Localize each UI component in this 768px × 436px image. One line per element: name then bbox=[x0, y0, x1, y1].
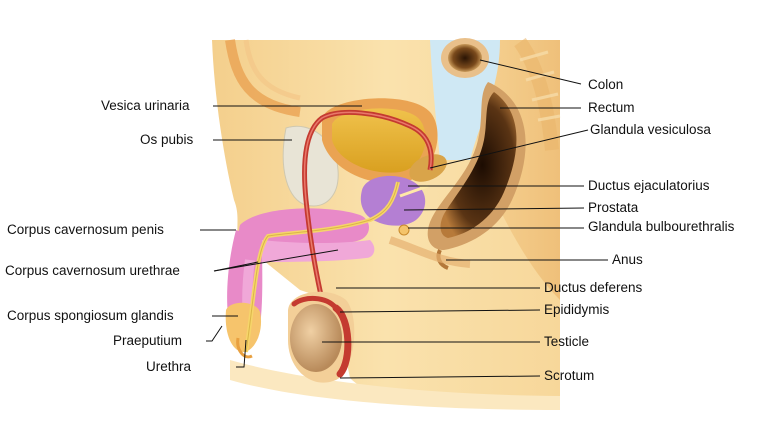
label-prostata: Prostata bbox=[588, 200, 639, 215]
label-vesica-urinaria: Vesica urinaria bbox=[101, 98, 190, 113]
label-testicle: Testicle bbox=[544, 334, 590, 349]
testicle-shape bbox=[290, 304, 342, 372]
colon-shape bbox=[441, 38, 489, 78]
bulbourethral-gland bbox=[398, 224, 410, 236]
rectum-shape bbox=[427, 82, 526, 270]
label-rectum: Rectum bbox=[588, 100, 635, 115]
label-colon: Colon bbox=[588, 77, 624, 92]
label-corpus-cavernosum-urethrae: Corpus cavernosum urethrae bbox=[5, 263, 180, 278]
leader-lines bbox=[200, 59, 608, 379]
label-ductus-deferens: Ductus deferens bbox=[544, 280, 643, 295]
label-anus: Anus bbox=[612, 252, 643, 267]
label-glandula-vesiculosa: Glandula vesiculosa bbox=[590, 122, 711, 137]
label-urethra: Urethra bbox=[146, 359, 192, 374]
label-os-pubis: Os pubis bbox=[140, 132, 194, 147]
label-glandula-bulbourethralis: Glandula bulbourethralis bbox=[588, 219, 735, 234]
label-corpus-cavernosum-penis: Corpus cavernosum penis bbox=[7, 222, 164, 237]
label-scrotum: Scrotum bbox=[544, 368, 595, 383]
label-ductus-ejaculatorius: Ductus ejaculatorius bbox=[588, 178, 710, 193]
label-epididymis: Epididymis bbox=[544, 302, 610, 317]
label-praeputium: Praeputium bbox=[113, 333, 183, 348]
scrotum-shape bbox=[288, 291, 355, 383]
label-corpus-spongiosum-glandis: Corpus spongiosum glandis bbox=[7, 308, 174, 323]
